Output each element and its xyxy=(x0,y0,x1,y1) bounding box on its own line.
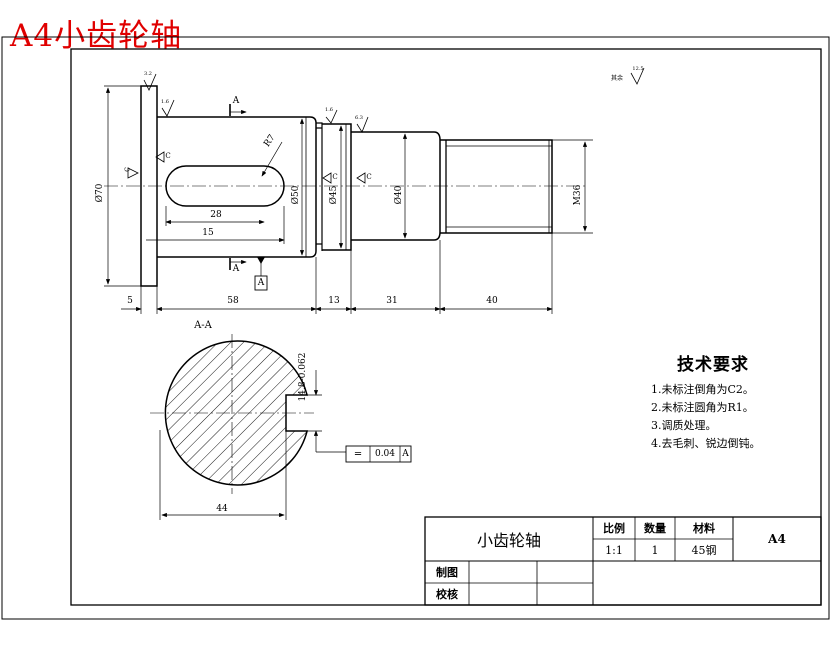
chamfer-flag-2: C xyxy=(332,173,338,181)
shaft-main-view xyxy=(104,85,585,287)
tech-requirement-item: 4.去毛刺、锐边倒钝。 xyxy=(651,437,761,450)
shaft-section-45 xyxy=(322,123,352,251)
section-label: A-A xyxy=(194,320,212,331)
title-block-grid xyxy=(424,516,822,606)
roughness-symbols xyxy=(127,67,645,184)
dim-d45: Ø45 xyxy=(329,185,339,205)
tolerance-value: 0.04 xyxy=(374,449,396,459)
dim-width-44: 44 xyxy=(216,504,228,514)
hatched-section xyxy=(164,340,309,486)
dim-keyway-15: 15 xyxy=(202,228,214,238)
section-mark-top: A xyxy=(232,96,240,106)
tech-requirements-title: 技术要求 xyxy=(677,355,749,375)
drawn-by-label: 制图 xyxy=(436,566,458,579)
roughness-body: 1.6 xyxy=(161,99,169,105)
chamfer-flag-4: C xyxy=(124,167,132,172)
dim-len-58: 58 xyxy=(227,296,239,306)
tolerance-symbol: ═ xyxy=(354,448,362,460)
main-view-dimensions xyxy=(104,85,593,314)
tolerance-datum: A xyxy=(402,449,409,459)
qty-label: 数量 xyxy=(644,522,666,535)
dim-keyway-28: 28 xyxy=(210,210,222,220)
dim-d50: Ø50 xyxy=(291,185,301,205)
roughness-other-label: 其余 xyxy=(610,75,623,82)
shaft-section-40 xyxy=(351,131,441,241)
flange xyxy=(140,85,158,287)
chamfer-flag-3: C xyxy=(366,173,372,181)
material-value: 45钢 xyxy=(691,544,717,557)
section-view xyxy=(150,334,412,520)
tech-requirements: 技术要求 1.未标注倒角为C2。 2.未标注圆角为R1。 3.调质处理。 4.去… xyxy=(651,350,761,453)
shaft-body-50 xyxy=(157,116,317,258)
tolerance-frame xyxy=(345,445,412,463)
sheet-size: A4 xyxy=(768,532,786,546)
dim-d40: Ø40 xyxy=(394,185,404,205)
section-mark-bottom: A xyxy=(232,264,240,274)
dim-len-13: 13 xyxy=(328,296,340,306)
dim-len-31: 31 xyxy=(386,296,398,306)
dim-len-5: 5 xyxy=(127,296,133,306)
tech-requirement-item: 1.未标注倒角为C2。 xyxy=(651,383,754,396)
thread-section xyxy=(440,139,553,234)
keyway-slot xyxy=(165,165,285,207)
dim-len-40: 40 xyxy=(486,296,498,306)
groove xyxy=(316,122,323,251)
scale-value: 1:1 xyxy=(605,543,623,557)
scale-label: 比例 xyxy=(603,522,625,535)
dim-m36: M36 xyxy=(573,184,583,206)
dim-key-depth: 14.8-0.062 xyxy=(298,352,308,402)
material-label: 材料 xyxy=(693,522,715,535)
roughness-other-value: 12.5 xyxy=(632,66,644,72)
tech-requirement-item: 3.调质处理。 xyxy=(651,419,717,432)
tech-requirement-item: 2.未标注圆角为R1。 xyxy=(651,401,754,414)
dim-d70: Ø70 xyxy=(95,183,105,203)
qty-value: 1 xyxy=(651,543,659,557)
chamfer-flag-1: C xyxy=(165,152,171,160)
roughness-flange-face: 3.2 xyxy=(144,71,152,77)
part-name: 小齿轮轴 xyxy=(476,531,541,550)
roughness-shoulder: 1.6 xyxy=(325,107,333,113)
drawing-title: A4小齿轮轴 xyxy=(10,18,183,54)
datum-a-label: A xyxy=(257,278,265,288)
checked-by-label: 校核 xyxy=(436,588,458,601)
roughness-d45: 6.3 xyxy=(355,115,363,121)
outer-border xyxy=(1,36,830,620)
